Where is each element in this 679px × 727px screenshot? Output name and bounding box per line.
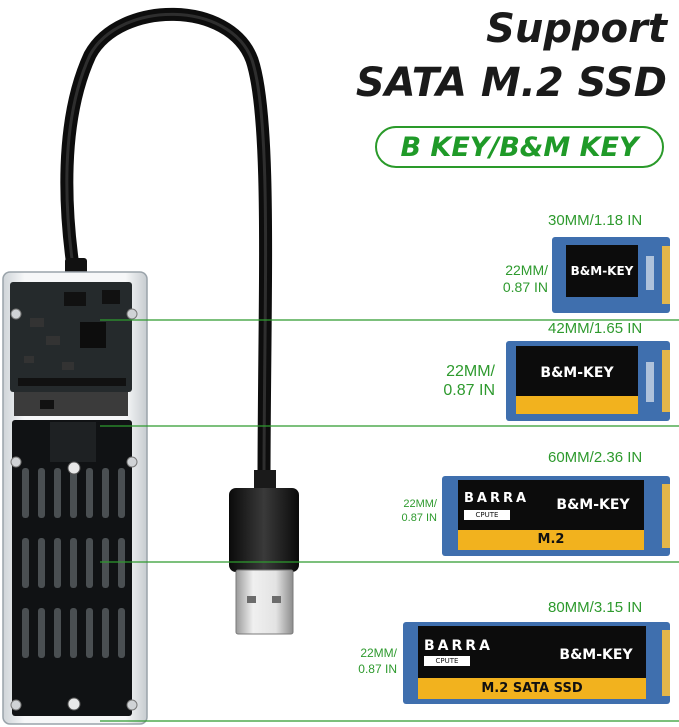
ssd-30mm-width-label: 22MM/0.87 IN: [502, 262, 548, 295]
ssd-60mm-model: M.2: [537, 532, 565, 547]
ssd-80mm-brand-sub: CPUTE: [435, 657, 459, 665]
ssd-60mm-length-label: 60MM/2.36 IN: [548, 449, 643, 466]
ssd-80mm-brand: BARRA: [424, 638, 493, 654]
ssd-80mm-key-label: B&M-KEY: [559, 647, 633, 663]
ssd-42mm-length-label: 42MM/1.65 IN: [548, 320, 643, 337]
ssd-card-60mm: [435, 476, 670, 556]
ssd-card-80mm: [396, 622, 670, 704]
ssd-80mm-model: M.2 SATA SSD: [481, 681, 583, 696]
ssd-60mm-key-label: B&M-KEY: [556, 497, 630, 513]
ssd-enclosure: [2, 271, 148, 725]
ssd-30mm-length-label: 30MM/1.18 IN: [548, 212, 643, 229]
ssd-60mm-brand-sub: CPUTE: [475, 511, 499, 519]
ssd-42mm-key-label: B&M-KEY: [540, 365, 614, 381]
ssd-80mm-length-label: 80MM/3.15 IN: [548, 599, 643, 616]
ssd-60mm-brand: BARRA: [464, 491, 530, 506]
ssd-card-42mm: [499, 341, 670, 421]
ssd-30mm-key-label: B&M-KEY: [570, 264, 634, 278]
ssd-80mm-width-label: 22MM/0.87 IN: [358, 646, 397, 676]
key-type-label: B KEY/B&M KEY: [400, 131, 639, 163]
ssd-60mm-width-label: 22MM/0.87 IN: [401, 498, 437, 524]
ssd-card-30mm: [546, 237, 670, 313]
ssd-42mm-width-label: 22MM/0.87 IN: [443, 363, 495, 399]
size-guide-lines: [100, 319, 679, 722]
headline-sata-m2-ssd: SATA M.2 SSD: [355, 60, 667, 106]
key-type-badge: B KEY/B&M KEY: [375, 126, 664, 168]
headline-support: Support: [486, 6, 667, 52]
usb-a-plug: [229, 470, 299, 635]
